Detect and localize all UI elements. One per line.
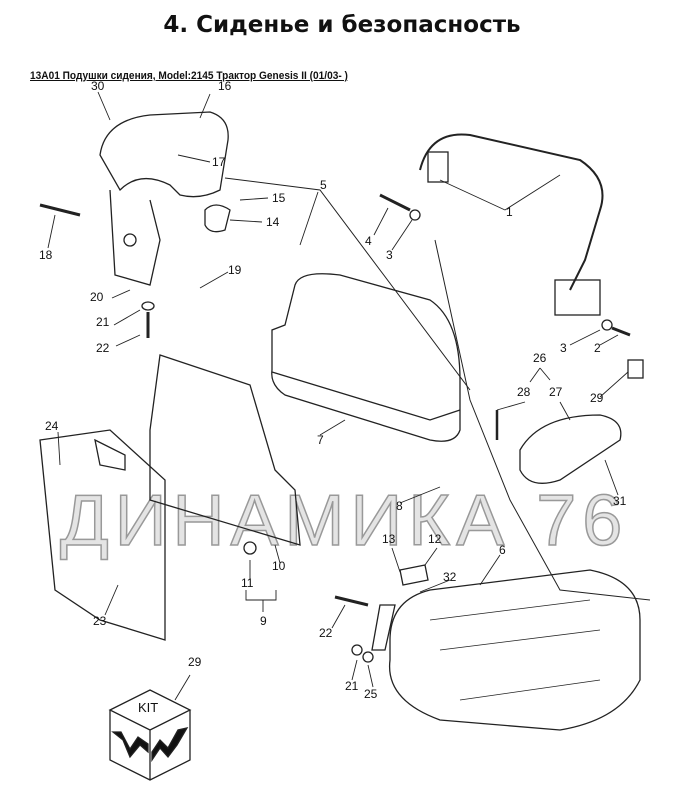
back-cover-23 (39, 429, 166, 641)
callout-29[interactable]: 29 (590, 391, 604, 405)
callout-19[interactable]: 19 (228, 263, 242, 277)
belt-buckle (427, 151, 449, 183)
callout-8[interactable]: 8 (396, 499, 403, 513)
callout-7[interactable]: 7 (317, 433, 324, 447)
armrest-bracket (109, 189, 161, 286)
switch-29 (627, 359, 644, 379)
washer-21 (141, 301, 155, 311)
callout-6[interactable]: 6 (499, 543, 506, 557)
kit-box-icon (108, 689, 192, 781)
seat-cushion (388, 569, 641, 731)
callout-28[interactable]: 28 (517, 385, 531, 399)
callout-20[interactable]: 20 (90, 290, 104, 304)
callout-26[interactable]: 26 (533, 351, 547, 365)
callout-13[interactable]: 13 (382, 532, 396, 546)
backrest-plate (149, 354, 301, 546)
callout-21b[interactable]: 21 (345, 679, 359, 693)
callout-22b[interactable]: 22 (319, 626, 333, 640)
callout-23[interactable]: 23 (93, 614, 107, 628)
bolt-4 (379, 193, 411, 212)
callout-21[interactable]: 21 (96, 315, 110, 329)
callout-27[interactable]: 27 (549, 385, 563, 399)
callout-3[interactable]: 3 (386, 248, 393, 262)
bolt-18 (39, 203, 81, 217)
armrest-cushion (99, 111, 229, 198)
bracket-12 (399, 564, 429, 586)
callout-29b[interactable]: 29 (188, 655, 202, 669)
callout-9[interactable]: 9 (260, 614, 267, 628)
page-title: 4. Сиденье и безопасность (163, 12, 521, 38)
callout-30[interactable]: 30 (91, 79, 105, 93)
callout-10[interactable]: 10 (272, 559, 286, 573)
callout-2[interactable]: 2 (594, 341, 601, 355)
kit-label: KIT (138, 700, 159, 715)
pivot (123, 233, 137, 247)
callout-32[interactable]: 32 (443, 570, 457, 584)
callout-5[interactable]: 5 (320, 178, 327, 192)
knob-14 (204, 204, 231, 233)
callout-3b[interactable]: 3 (560, 341, 567, 355)
callout-17[interactable]: 17 (212, 155, 226, 169)
callout-31[interactable]: 31 (613, 494, 627, 508)
callout-1[interactable]: 1 (506, 205, 513, 219)
armrest-27 (519, 414, 622, 484)
belt-latch (554, 279, 601, 316)
callout-25[interactable]: 25 (364, 687, 378, 701)
seat-belt-strap (419, 133, 604, 291)
callout-12[interactable]: 12 (428, 532, 442, 546)
callout-16[interactable]: 16 (218, 79, 232, 93)
diagram-subtitle-link[interactable]: 13A01 Подушки сидения, Model:2145 Тракто… (30, 70, 348, 82)
callout-15[interactable]: 15 (272, 191, 286, 205)
callout-22[interactable]: 22 (96, 341, 110, 355)
callout-14[interactable]: 14 (266, 215, 280, 229)
callout-4[interactable]: 4 (365, 234, 372, 248)
backrest-cushion (271, 273, 461, 442)
bracket-32 (371, 604, 396, 651)
callout-18[interactable]: 18 (39, 248, 53, 262)
watermark: ДИНАМИКА 76 (59, 480, 629, 562)
callout-11[interactable]: 11 (241, 576, 254, 590)
callout-24[interactable]: 24 (45, 419, 59, 433)
